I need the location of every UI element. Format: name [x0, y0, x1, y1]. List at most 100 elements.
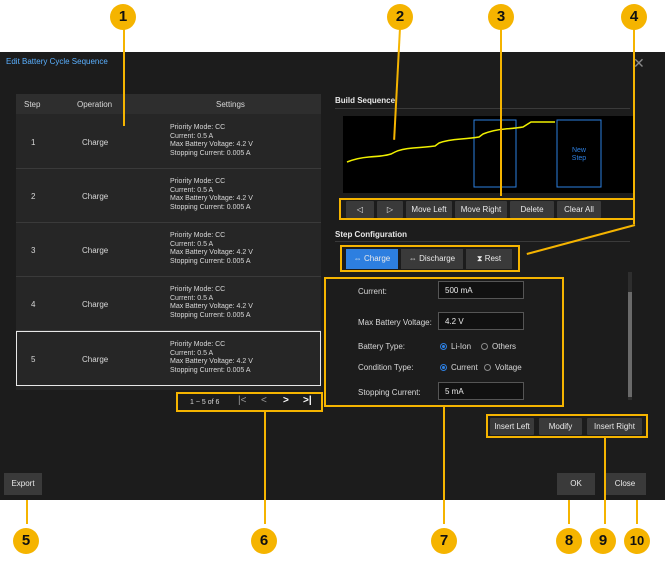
- battery-type-label: Battery Type:: [358, 342, 405, 351]
- new-step-label-2: Step: [572, 155, 587, 162]
- callout-badge-8: 8: [556, 528, 582, 554]
- header-settings: Settings: [216, 100, 245, 109]
- others-label: Others: [492, 342, 517, 351]
- row-operation: Charge: [82, 300, 109, 309]
- delete-button[interactable]: Delete: [510, 201, 554, 218]
- step-table: [16, 94, 321, 390]
- current-input[interactable]: 500 mA: [438, 281, 524, 299]
- insert-right-button[interactable]: Insert Right: [587, 418, 642, 435]
- condition-type-label: Condition Type:: [358, 363, 414, 372]
- prev-step-button[interactable]: ◁: [346, 201, 374, 218]
- table-row-selected[interactable]: [16, 331, 321, 386]
- callout-badge-2: 2: [387, 4, 413, 30]
- config-form-highlight: [324, 277, 564, 407]
- callout-badge-7: 7: [431, 528, 457, 554]
- current-label: Current:: [358, 287, 387, 296]
- callout-line-7: [443, 407, 445, 524]
- callout-badge-1: 1: [110, 4, 136, 30]
- radio-others[interactable]: [481, 343, 488, 350]
- tab-charge[interactable]: ⇔ Charge: [346, 249, 398, 269]
- insert-left-button[interactable]: Insert Left: [490, 418, 534, 435]
- row-step: 3: [31, 246, 36, 255]
- new-step-label-1: New: [572, 147, 587, 154]
- row-step: 4: [31, 300, 36, 309]
- build-sequence-title: Build Sequence: [335, 96, 396, 105]
- row-operation: Charge: [82, 246, 109, 255]
- max-voltage-label: Max Battery Voltage:: [358, 318, 432, 327]
- step-configuration-title: Step Configuration: [335, 230, 407, 239]
- battery-icon: ⇔: [408, 254, 417, 263]
- move-left-button[interactable]: Move Left: [406, 201, 452, 218]
- hourglass-icon: ⧗: [476, 254, 483, 263]
- callout-badge-10: 10: [624, 528, 650, 554]
- row-step: 1: [31, 138, 36, 147]
- radio-voltage[interactable]: [484, 364, 491, 371]
- last-page-button[interactable]: >|: [303, 395, 312, 406]
- prev-page-button[interactable]: <: [261, 395, 267, 406]
- row-step: 5: [31, 355, 36, 364]
- battery-icon: ⇔: [353, 254, 362, 263]
- callout-line-1: [123, 28, 125, 126]
- scrollbar-thumb[interactable]: [628, 292, 632, 397]
- callout-line-3: [500, 28, 502, 196]
- callout-line-6: [264, 412, 266, 524]
- callout-line-8: [568, 500, 570, 524]
- stopping-current-label: Stopping Current:: [358, 388, 421, 397]
- tab-discharge[interactable]: ⇔ Discharge: [401, 249, 463, 269]
- callout-badge-6: 6: [251, 528, 277, 554]
- header-operation: Operation: [77, 100, 113, 109]
- callout-line-9: [604, 438, 606, 524]
- callout-badge-3: 3: [488, 4, 514, 30]
- max-voltage-input[interactable]: 4.2 V: [438, 312, 524, 330]
- callout-line-10: [636, 500, 638, 524]
- header-step: Step: [24, 100, 41, 109]
- ok-button[interactable]: OK: [557, 473, 595, 495]
- tab-rest[interactable]: ⧗ Rest: [466, 249, 512, 269]
- callout-badge-5: 5: [13, 528, 39, 554]
- sequence-trace: [346, 121, 555, 163]
- callout-badge-9: 9: [590, 528, 616, 554]
- stopping-current-input[interactable]: 5 mA: [438, 382, 524, 400]
- callout-line-4a: [633, 28, 635, 224]
- callout-badge-4: 4: [621, 4, 647, 30]
- next-page-button[interactable]: >: [283, 395, 289, 406]
- pager-highlight: [176, 392, 323, 412]
- dialog-title: Edit Battery Cycle Sequence: [6, 57, 108, 66]
- li-ion-label: Li-Ion: [451, 342, 472, 351]
- table-row[interactable]: [16, 223, 321, 277]
- divider: [335, 241, 630, 242]
- close-button[interactable]: Close: [604, 473, 646, 495]
- pager-text: 1 ~ 5 of 6: [190, 399, 220, 406]
- voltage-option-label: Voltage: [495, 363, 522, 372]
- current-option-label: Current: [451, 363, 478, 372]
- divider: [335, 108, 630, 109]
- export-button[interactable]: Export: [4, 473, 42, 495]
- step-block-5: [473, 119, 517, 188]
- close-icon[interactable]: ✕: [633, 55, 645, 71]
- callout-line-5: [26, 500, 28, 524]
- tabs-highlight: [340, 245, 520, 272]
- table-row[interactable]: [16, 169, 321, 223]
- radio-li-ion[interactable]: [440, 343, 447, 350]
- radio-current[interactable]: [440, 364, 447, 371]
- row-operation: Charge: [82, 355, 109, 364]
- first-page-button[interactable]: |<: [238, 395, 247, 406]
- insert-buttons-highlight: [486, 414, 648, 438]
- modify-button[interactable]: Modify: [539, 418, 582, 435]
- table-row[interactable]: [16, 277, 321, 331]
- row-step: 2: [31, 192, 36, 201]
- move-right-button[interactable]: Move Right: [455, 201, 507, 218]
- new-step-block: [556, 119, 602, 188]
- row-operation: Charge: [82, 192, 109, 201]
- clear-all-button[interactable]: Clear All: [557, 201, 601, 218]
- table-header: [16, 94, 321, 114]
- row-operation: Charge: [82, 138, 109, 147]
- next-step-button[interactable]: ▷: [377, 201, 403, 218]
- table-row[interactable]: [16, 115, 321, 169]
- sequence-trace-graph: New Step: [346, 119, 602, 188]
